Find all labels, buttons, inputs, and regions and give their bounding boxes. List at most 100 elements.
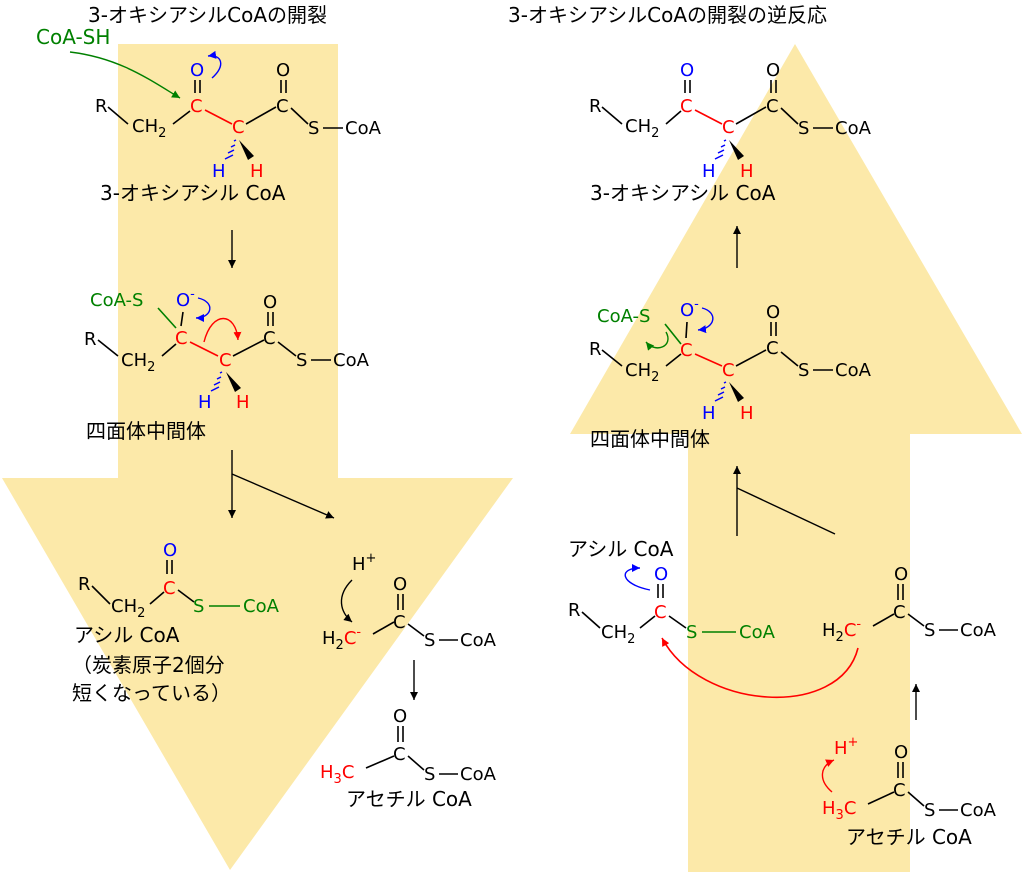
alpha-carbon: C xyxy=(232,117,245,138)
atom-o: O xyxy=(894,742,908,763)
atom-coa: CoA xyxy=(345,118,382,139)
carbonyl-oxygen: O xyxy=(654,564,668,585)
left-acetyl-name: アセチル CoA xyxy=(346,787,472,811)
right-acetyl-name: アセチル CoA xyxy=(846,825,972,849)
thioester-carbon: C xyxy=(263,328,276,349)
atom-s: S xyxy=(193,596,204,617)
atom-coa: CoA xyxy=(460,764,497,785)
atom-s: S xyxy=(424,764,435,785)
atom-ch2: CH2 xyxy=(111,596,145,621)
left-intermediate-name: 四面体中間体 xyxy=(86,419,206,443)
right-oxyacyl-structure: R CH2 C O C C O S CoA H H xyxy=(589,60,872,182)
left-product-name: アシル CoA xyxy=(74,623,180,647)
atom-coa: CoA xyxy=(243,596,280,617)
reagent-coash: CoA-SH xyxy=(36,25,110,49)
thioester-carbon: C xyxy=(766,338,779,359)
right-start-name: 3-オキシアシル CoA xyxy=(590,181,776,205)
atom-coa: CoA xyxy=(960,800,997,821)
coa-s-label: CoA-S xyxy=(597,306,650,327)
thioester-oxygen: O xyxy=(276,60,290,81)
left-oxyacyl-structure: R CH2 C O C C O S CoA H H xyxy=(69,50,382,182)
left-start-name: 3-オキシアシル CoA xyxy=(100,181,286,205)
atom-coa: CoA xyxy=(460,630,497,651)
thioester-oxygen: O xyxy=(263,292,277,313)
carbonyl-carbon: C xyxy=(190,96,203,117)
right-acyl-name: アシル CoA xyxy=(568,537,674,561)
carbonyl-oxygen: O xyxy=(190,60,204,81)
alpha-carbon: C xyxy=(722,117,735,138)
atom-s: S xyxy=(924,620,935,641)
atom-r: R xyxy=(78,574,91,595)
thioester-oxygen: O xyxy=(766,60,780,81)
atom-s: S xyxy=(798,118,809,139)
oxyanion: O- xyxy=(680,297,699,321)
atom-o: O xyxy=(894,564,908,585)
atom-ch2: CH2 xyxy=(625,360,659,385)
oxyanion: O- xyxy=(176,287,195,311)
left-product-note-2: 短くなっている） xyxy=(72,681,231,705)
right-intermediate-structure: CoA-S O- R CH2 C C C O S CoA H H xyxy=(589,297,872,424)
atom-coa: CoA xyxy=(739,622,776,643)
atom-s: S xyxy=(424,630,435,651)
carbanion: H2C- xyxy=(322,625,361,653)
thioester-carbon: C xyxy=(893,780,906,801)
right-acetyl-structure: H+ O H3C C S CoA xyxy=(821,735,997,823)
carbanion: H2C- xyxy=(822,617,861,645)
coa-s-label: CoA-S xyxy=(90,290,143,311)
proton: H+ xyxy=(834,735,858,759)
atom-r: R xyxy=(84,329,97,350)
atom-r: R xyxy=(589,96,602,117)
hydrogen-red: H xyxy=(740,403,754,424)
atom-ch2: CH2 xyxy=(132,116,166,141)
atom-s: S xyxy=(686,622,697,643)
thioester-carbon: C xyxy=(893,602,906,623)
left-product-note-1: （炭素原子2個分 xyxy=(72,653,225,677)
up-arrow-shape xyxy=(570,44,1022,872)
atom-s: S xyxy=(924,800,935,821)
thioester-carbon: C xyxy=(393,612,406,633)
atom-r: R xyxy=(95,96,108,117)
alpha-carbon: C xyxy=(722,360,735,381)
thioester-carbon: C xyxy=(393,744,406,765)
right-title: 3-オキシアシルCoAの開裂の逆反応 xyxy=(508,3,827,27)
atom-s: S xyxy=(296,350,307,371)
hydrogen-blue: H xyxy=(702,403,716,424)
thioester-carbon: C xyxy=(276,96,289,117)
left-title: 3-オキシアシルCoAの開裂 xyxy=(88,3,327,27)
atom-ch2: CH2 xyxy=(121,350,155,375)
tetrahedral-carbon: C xyxy=(680,340,693,361)
hydrogen-blue: H xyxy=(212,161,226,182)
carbonyl-carbon: C xyxy=(654,602,667,623)
left-carbanion-structure: H+ O H2C- C S CoA xyxy=(322,551,497,653)
left-intermediate-structure: CoA-S O- R CH2 C C C O S CoA H H xyxy=(84,287,370,413)
right-acyl-structure: O R CH2 C S CoA xyxy=(568,564,776,647)
atom-coa: CoA xyxy=(333,350,370,371)
atom-s: S xyxy=(798,360,809,381)
carbonyl-oxygen: O xyxy=(680,60,694,81)
hydrogen-blue: H xyxy=(702,161,716,182)
left-acyl-structure: O R CH2 C S CoA xyxy=(78,540,280,621)
carbonyl-oxygen: O xyxy=(163,540,177,561)
methyl: H3C xyxy=(320,762,354,787)
hydrogen-red: H xyxy=(740,161,754,182)
atom-o: O xyxy=(393,706,407,727)
right-intermediate-name: 四面体中間体 xyxy=(590,427,710,451)
hydrogen-blue: H xyxy=(198,392,212,413)
atom-coa: CoA xyxy=(835,360,872,381)
atom-coa: CoA xyxy=(835,118,872,139)
atom-s: S xyxy=(308,118,319,139)
thioester-carbon: C xyxy=(766,96,779,117)
atom-coa: CoA xyxy=(960,620,997,641)
atom-o: O xyxy=(393,574,407,595)
right-carbanion-structure: O H2C- C S CoA xyxy=(661,564,997,698)
left-acetyl-structure: O H3C C S CoA xyxy=(320,706,497,787)
hydrogen-red: H xyxy=(236,392,250,413)
atom-r: R xyxy=(568,600,581,621)
atom-ch2: CH2 xyxy=(601,622,635,647)
alpha-carbon: C xyxy=(219,350,232,371)
carbonyl-carbon: C xyxy=(680,96,693,117)
atom-ch2: CH2 xyxy=(625,116,659,141)
methyl: H3C xyxy=(822,798,856,823)
tetrahedral-carbon: C xyxy=(175,328,188,349)
